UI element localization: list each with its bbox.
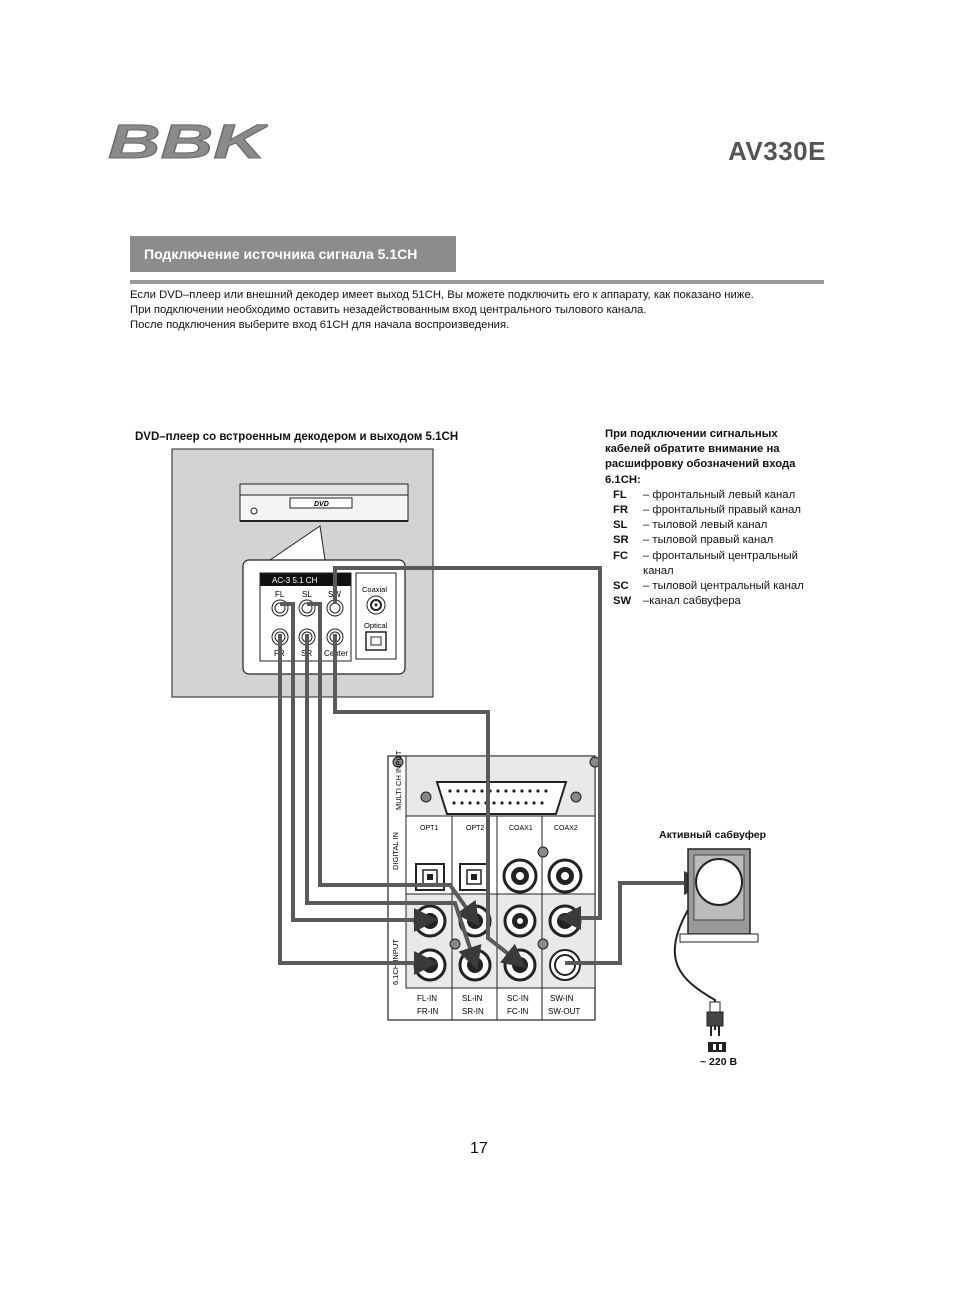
legend-item: SC– тыловой центральный канал (613, 580, 804, 593)
model-name: AV330E (728, 136, 826, 166)
svg-text:OPT2: OPT2 (466, 825, 484, 832)
legend-item: FL– фронтальный левый канал (613, 488, 796, 501)
intro-line-2: При подключении необходимо оставить неза… (130, 304, 647, 316)
intro-line-3: После подключения выберите вход 61CH для… (130, 319, 510, 331)
cable-sr (305, 634, 482, 971)
legend-item: SR– тыловой правый канал (613, 534, 774, 547)
svg-text:FL: FL (275, 590, 285, 599)
legend-item: FR– фронтальный правый канал (613, 504, 801, 517)
section-divider (130, 280, 824, 284)
svg-text:Coaxial: Coaxial (362, 585, 387, 594)
svg-text:SL-IN: SL-IN (462, 994, 483, 1003)
cables (278, 566, 708, 975)
multi-ch-label: MULTI CH INPUT (394, 750, 403, 810)
channel-legend: При подключении сигнальных кабелей обрат… (605, 427, 825, 609)
bbk-logo: BBK (108, 120, 268, 162)
svg-text:BBK: BBK (108, 120, 268, 162)
dvd-player-caption: DVD–плеер со встроенным декодером и выхо… (135, 431, 459, 443)
cable-center (333, 634, 527, 968)
legend-item: SW–канал сабвуфера (613, 595, 741, 608)
cable-sl (307, 602, 480, 927)
digital-in-label: DIGITAL IN (391, 832, 400, 870)
cable-sw (333, 566, 602, 930)
svg-text:SW-IN: SW-IN (550, 994, 574, 1003)
dvd-logo: DVD (314, 501, 329, 508)
dvd-rear-panel: AC-3 5.1 CH FL SL SW FR SR Center Coaxia… (242, 559, 406, 675)
subwoofer-caption: Активный сабвуфер (659, 829, 767, 841)
cable-fl (280, 602, 438, 932)
svg-text:OPT1: OPT1 (420, 825, 438, 832)
power-caption: ~ 220 В (700, 1056, 738, 1068)
legend-item: SL– тыловой левый канал (613, 519, 768, 532)
section-title: Подключение источника сигнала 5.1CH (130, 236, 456, 272)
svg-text:FR-IN: FR-IN (417, 1007, 439, 1016)
legend-heading: При подключении сигнальных кабелей обрат… (605, 428, 796, 486)
cable-fr (278, 634, 438, 975)
svg-text:AC-3 5.1 CH: AC-3 5.1 CH (272, 576, 318, 585)
power-plug-icon (706, 1001, 726, 1052)
svg-text:SR-IN: SR-IN (462, 1007, 484, 1016)
db25-connector (435, 781, 568, 815)
page-number: 17 (470, 1140, 488, 1157)
dvd-player: DVD (239, 483, 409, 522)
svg-text:Optical: Optical (364, 621, 388, 630)
svg-text:COAX1: COAX1 (509, 825, 533, 832)
svg-text:FL-IN: FL-IN (417, 994, 437, 1003)
svg-text:SL: SL (302, 590, 312, 599)
cable-sw-out (565, 871, 708, 965)
svg-text:COAX2: COAX2 (554, 825, 578, 832)
legend-item: FC– фронтальный центральный канал (613, 549, 798, 577)
subwoofer (673, 848, 759, 1052)
svg-text:SC-IN: SC-IN (507, 994, 529, 1003)
svg-text:FC-IN: FC-IN (507, 1007, 529, 1016)
svg-text:SW-OUT: SW-OUT (548, 1007, 580, 1016)
intro-line-1: Если DVD–плеер или внешний декодер имеет… (130, 289, 754, 301)
